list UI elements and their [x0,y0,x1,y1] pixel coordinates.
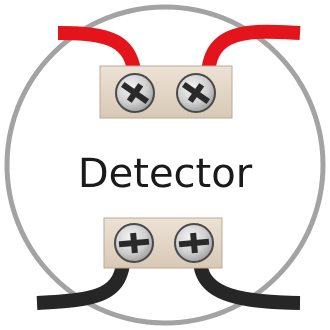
detector-housing-outline [4,4,326,326]
top-terminal-block [99,65,233,119]
bottom-terminal-block [103,217,223,269]
positive-wire-right [201,24,301,79]
bottom-right-screw-icon [174,223,214,263]
bottom-left-screw-icon [114,223,154,263]
top-left-screw-icon [115,73,155,113]
top-right-screw-icon [176,73,216,113]
detector-label: Detector [78,151,253,197]
